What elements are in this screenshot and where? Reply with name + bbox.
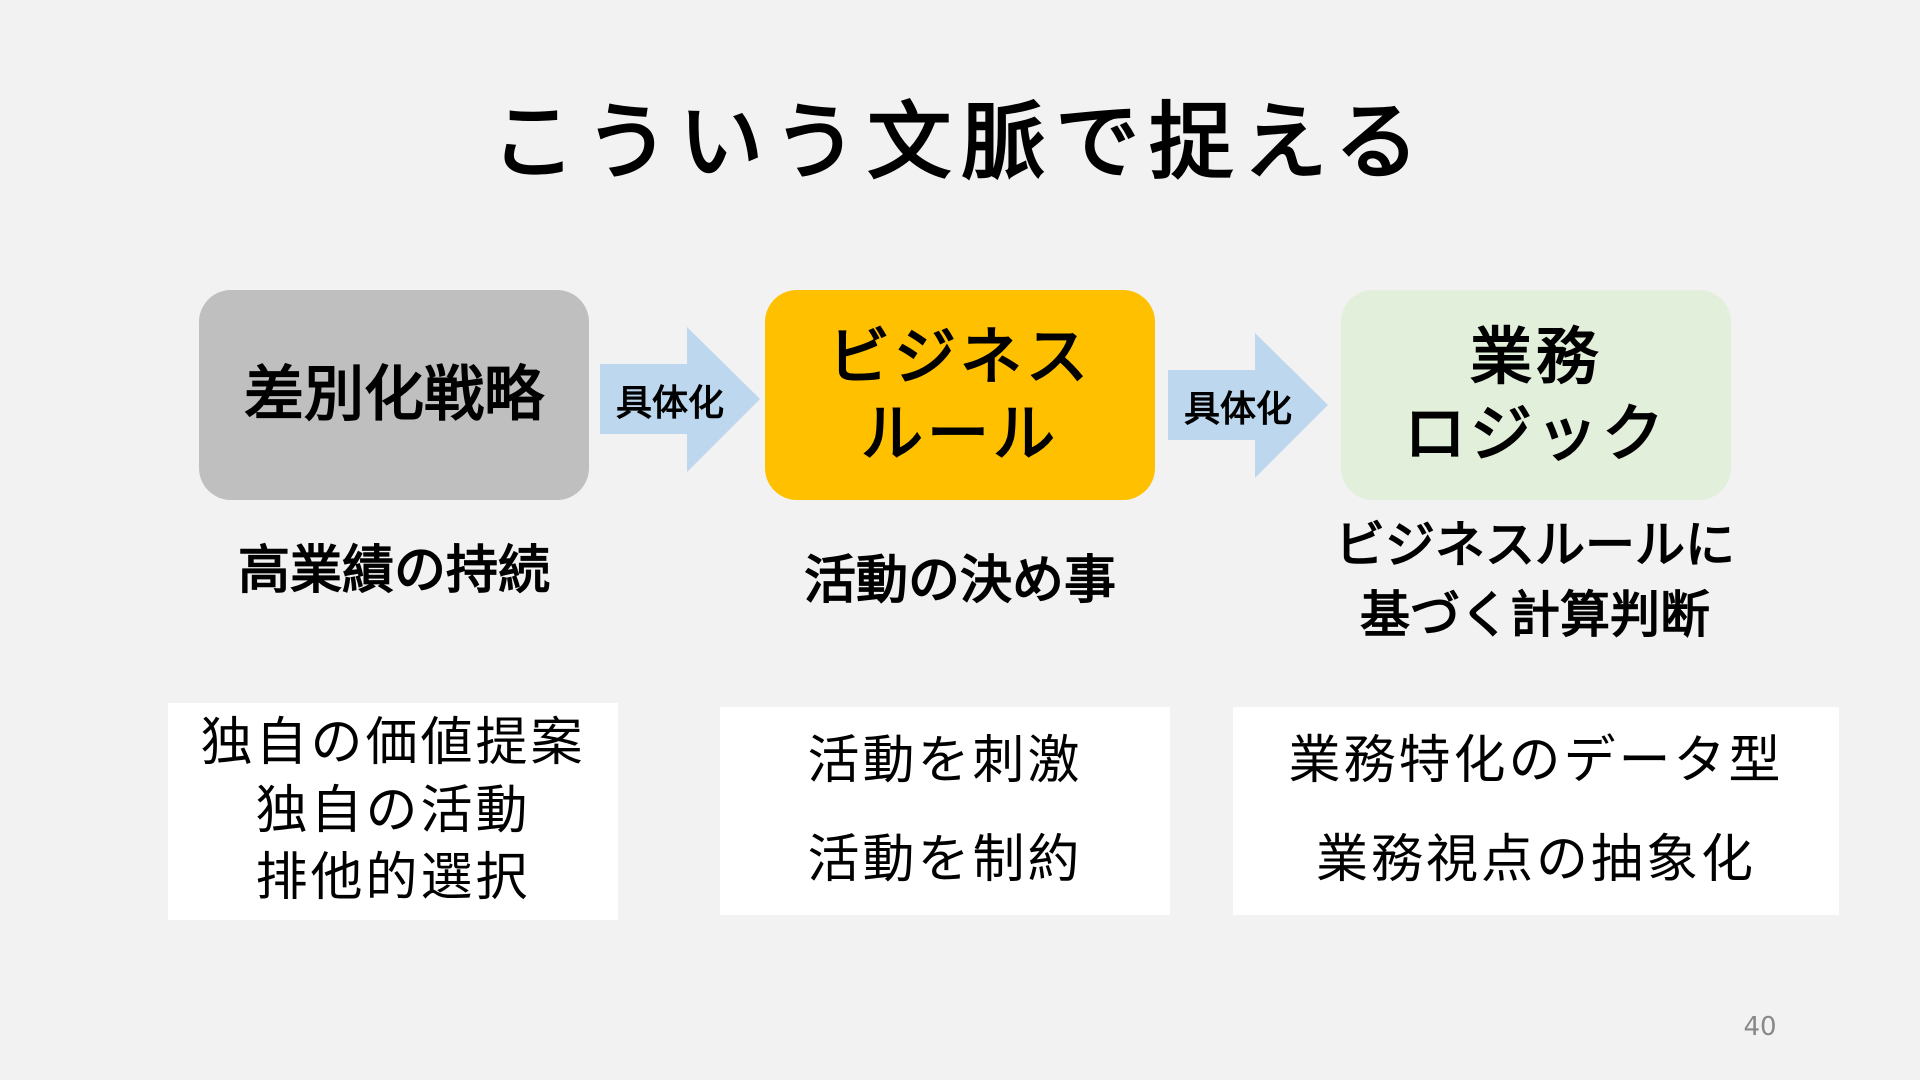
detail-card-logic: 業務特化のデータ型 業務視点の抽象化 [1233, 707, 1839, 915]
caption-line: 活動の決め事 [803, 551, 1116, 611]
box-label: 業務 [1469, 319, 1602, 393]
caption-line: ビジネスルールに [1335, 516, 1735, 574]
box-label: 差別化戦略 [244, 359, 544, 430]
detail-card-strategy: 独自の価値提案 独自の活動 排他的選択 [168, 703, 618, 920]
box-label: ロジック [1403, 397, 1668, 470]
caption-line: 基づく計算判断 [1360, 586, 1710, 644]
card-line: 独自の価値提案 [200, 713, 586, 774]
card-line: 独自の活動 [255, 780, 531, 841]
card-line: 活動を制約 [807, 830, 1083, 890]
box-label: ビジネス [827, 319, 1092, 393]
box-business-rule: ビジネス ルール [765, 290, 1155, 500]
box-label: ルール [860, 397, 1059, 470]
caption-rule: 活動の決め事 [765, 545, 1155, 618]
caption-line: 高業績の持続 [237, 541, 550, 601]
arrow-label: 具体化 [615, 382, 724, 424]
slide-title: こういう文脈で捉える [491, 93, 1429, 191]
card-line: 業務視点の抽象化 [1315, 830, 1756, 890]
detail-card-rule: 活動を刺激 活動を制約 [720, 707, 1170, 915]
arrow-concretize-1: 具体化 [600, 327, 760, 472]
arrow-label: 具体化 [1183, 388, 1292, 430]
box-differentiation-strategy: 差別化戦略 [199, 290, 589, 500]
box-business-logic: 業務 ロジック [1341, 290, 1731, 500]
card-line: 業務特化のデータ型 [1288, 731, 1784, 792]
caption-strategy: 高業績の持続 [199, 535, 589, 608]
arrow-concretize-2: 具体化 [1168, 333, 1328, 478]
right-arrow-icon [600, 327, 760, 472]
page-number: 40 [1743, 1012, 1777, 1042]
card-line: 活動を刺激 [807, 731, 1083, 792]
card-line: 排他的選択 [255, 848, 531, 909]
right-arrow-icon [1168, 333, 1328, 478]
caption-logic: ビジネスルールに 基づく計算判断 [1290, 510, 1780, 650]
